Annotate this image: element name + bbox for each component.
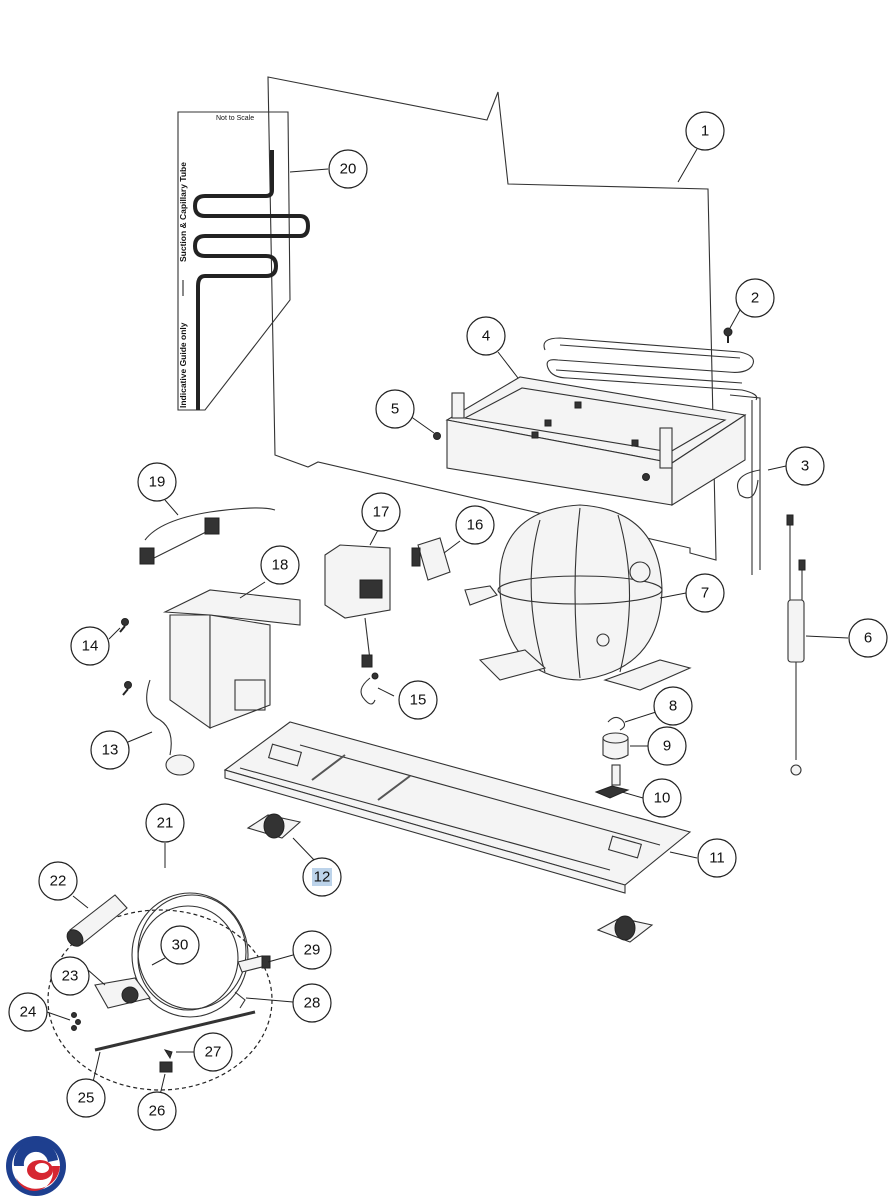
tube-coil [131,892,249,1018]
valve-29 [237,955,271,973]
fitting-26 [159,1061,173,1073]
callout-15[interactable]: 15 [398,680,438,720]
svg-text:20: 20 [340,161,357,178]
svg-text:19: 19 [149,474,166,491]
callout-10[interactable]: 10 [642,778,682,818]
svg-text:18: 18 [272,557,289,574]
callout-19[interactable]: 19 [137,462,177,502]
callout-17[interactable]: 17 [361,492,401,532]
callout-25[interactable]: 25 [66,1078,106,1118]
callout-27[interactable]: 27 [193,1032,233,1072]
callout-24[interactable]: 24 [8,992,48,1032]
callout-2[interactable]: 2 [735,278,775,318]
callout-20[interactable]: 20 [328,149,368,189]
svg-text:24: 24 [20,1004,37,1021]
capillary-tube-shape [193,150,310,410]
control-box [146,589,301,776]
clip-8 [607,716,626,731]
svg-text:21: 21 [157,815,174,832]
svg-text:13: 13 [102,742,119,759]
callout-5[interactable]: 5 [375,389,415,429]
svg-text:26: 26 [149,1103,166,1120]
svg-text:22: 22 [50,873,67,890]
callout-29[interactable]: 29 [292,930,332,970]
compressor [464,504,692,691]
screw-5 [433,432,441,440]
callout-4[interactable]: 4 [466,316,506,356]
freezer-tray [445,376,747,506]
callout-26[interactable]: 26 [137,1091,177,1131]
svg-text:4: 4 [482,328,490,345]
svg-text:3: 3 [801,458,809,475]
svg-text:5: 5 [391,401,399,418]
thermostat [786,514,806,776]
svg-text:7: 7 [701,585,709,602]
callout-16[interactable]: 16 [455,505,495,545]
wiring-harness [139,507,276,565]
svg-text:2: 2 [751,290,759,307]
callout-22[interactable]: 22 [38,861,78,901]
brand-logo [6,1136,66,1196]
svg-text:25: 25 [78,1090,95,1107]
callout-11[interactable]: 11 [697,838,737,878]
screws-24 [71,1012,81,1031]
callout-28[interactable]: 28 [292,983,332,1023]
svg-text:27: 27 [205,1044,222,1061]
guide-text-suction: Suction & Capillary Tube [178,162,188,262]
svg-text:6: 6 [864,630,872,647]
screw-2 [723,327,733,343]
callout-9[interactable]: 9 [647,726,687,766]
relay [411,537,451,581]
svg-text:1: 1 [701,123,709,140]
svg-text:30: 30 [172,937,189,954]
svg-text:28: 28 [304,995,321,1012]
filter-drier [66,894,128,947]
screw-14a [119,618,129,633]
clamp-28 [234,991,246,1009]
callout-30[interactable]: 30 [160,925,200,965]
callout-14[interactable]: 14 [70,626,110,666]
screw-14b [122,681,132,696]
svg-text:11: 11 [709,850,725,867]
svg-text:9: 9 [663,738,671,755]
guide-text-indicative: Indicative Guide only [178,322,188,408]
rod-25 [94,1010,256,1052]
callout-7[interactable]: 7 [685,573,725,613]
callout-18[interactable]: 18 [260,545,300,585]
svg-text:10: 10 [654,790,671,807]
svg-text:15: 15 [410,692,427,709]
callout-21[interactable]: 21 [145,803,185,843]
wheel-bracket-12b [596,915,654,943]
wheel-bracket-12a [246,813,302,839]
ground-cable [360,672,379,705]
cabinet-back-panel [267,76,717,561]
svg-text:12: 12 [314,869,331,886]
capillary-guide-panel [177,111,291,411]
leader-lines [46,148,849,1096]
inverter-module [324,544,391,668]
svg-text:8: 8 [669,698,677,715]
callout-3[interactable]: 3 [785,446,825,486]
callout-8[interactable]: 8 [653,686,693,726]
callout-23[interactable]: 23 [50,956,90,996]
valve-assembly [94,977,151,1009]
callout-12[interactable]: 12 [302,857,342,897]
grommet-9 [602,732,629,760]
guide-not-to-scale: Not to Scale [216,115,254,122]
callout-6[interactable]: 6 [848,618,888,658]
sleeve-10 [594,764,630,799]
svg-text:17: 17 [373,504,390,521]
svg-text:16: 16 [467,517,484,534]
clip-27 [163,1049,173,1060]
svg-text:23: 23 [62,968,79,985]
callout-1[interactable]: 1 [685,111,725,151]
callout-13[interactable]: 13 [90,730,130,770]
svg-text:29: 29 [304,942,321,959]
condenser-coil [543,337,761,575]
svg-text:14: 14 [82,638,99,655]
base-plate [223,721,692,894]
